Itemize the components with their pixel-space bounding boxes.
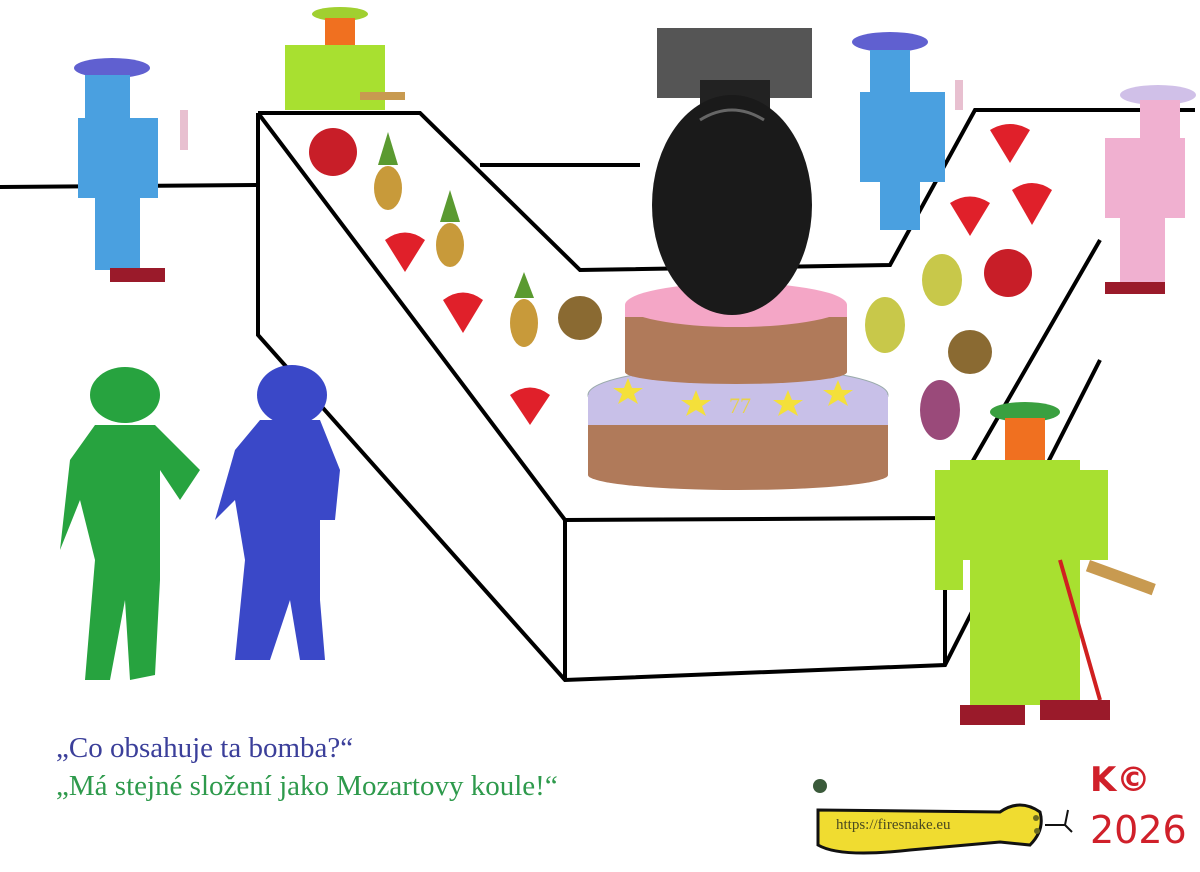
firesnake-logo [813, 779, 1073, 855]
apple-icon [984, 249, 1032, 297]
pear-icon [865, 254, 962, 353]
grapes-icon [920, 380, 960, 440]
signature-initials: K© [1090, 760, 1151, 800]
alien-green [60, 367, 200, 680]
apple-icon [309, 128, 357, 176]
cake [587, 283, 889, 490]
dialogue-answer: „Má stejné složení jako Mozartovy koule!… [56, 770, 558, 802]
cake-number: 77 [729, 393, 751, 418]
guard-blue-right [852, 32, 963, 230]
guard-pink [1105, 85, 1196, 294]
guard-green-top [285, 7, 405, 110]
dialogue-question: „Co obsahuje ta bomba?“ [56, 732, 354, 764]
logo-url: https://firesnake.eu [836, 817, 951, 833]
guard-green-front [935, 402, 1156, 725]
alien-blue [215, 365, 340, 660]
signature-year: 2026 [1090, 808, 1187, 852]
guard-blue-left [74, 58, 188, 282]
kiwi-icon [558, 296, 992, 374]
strawberry-icon [385, 124, 1052, 425]
pineapple-icon [374, 166, 538, 347]
bomb [652, 28, 812, 315]
cake-stars [613, 378, 853, 416]
fruits [309, 124, 1052, 440]
